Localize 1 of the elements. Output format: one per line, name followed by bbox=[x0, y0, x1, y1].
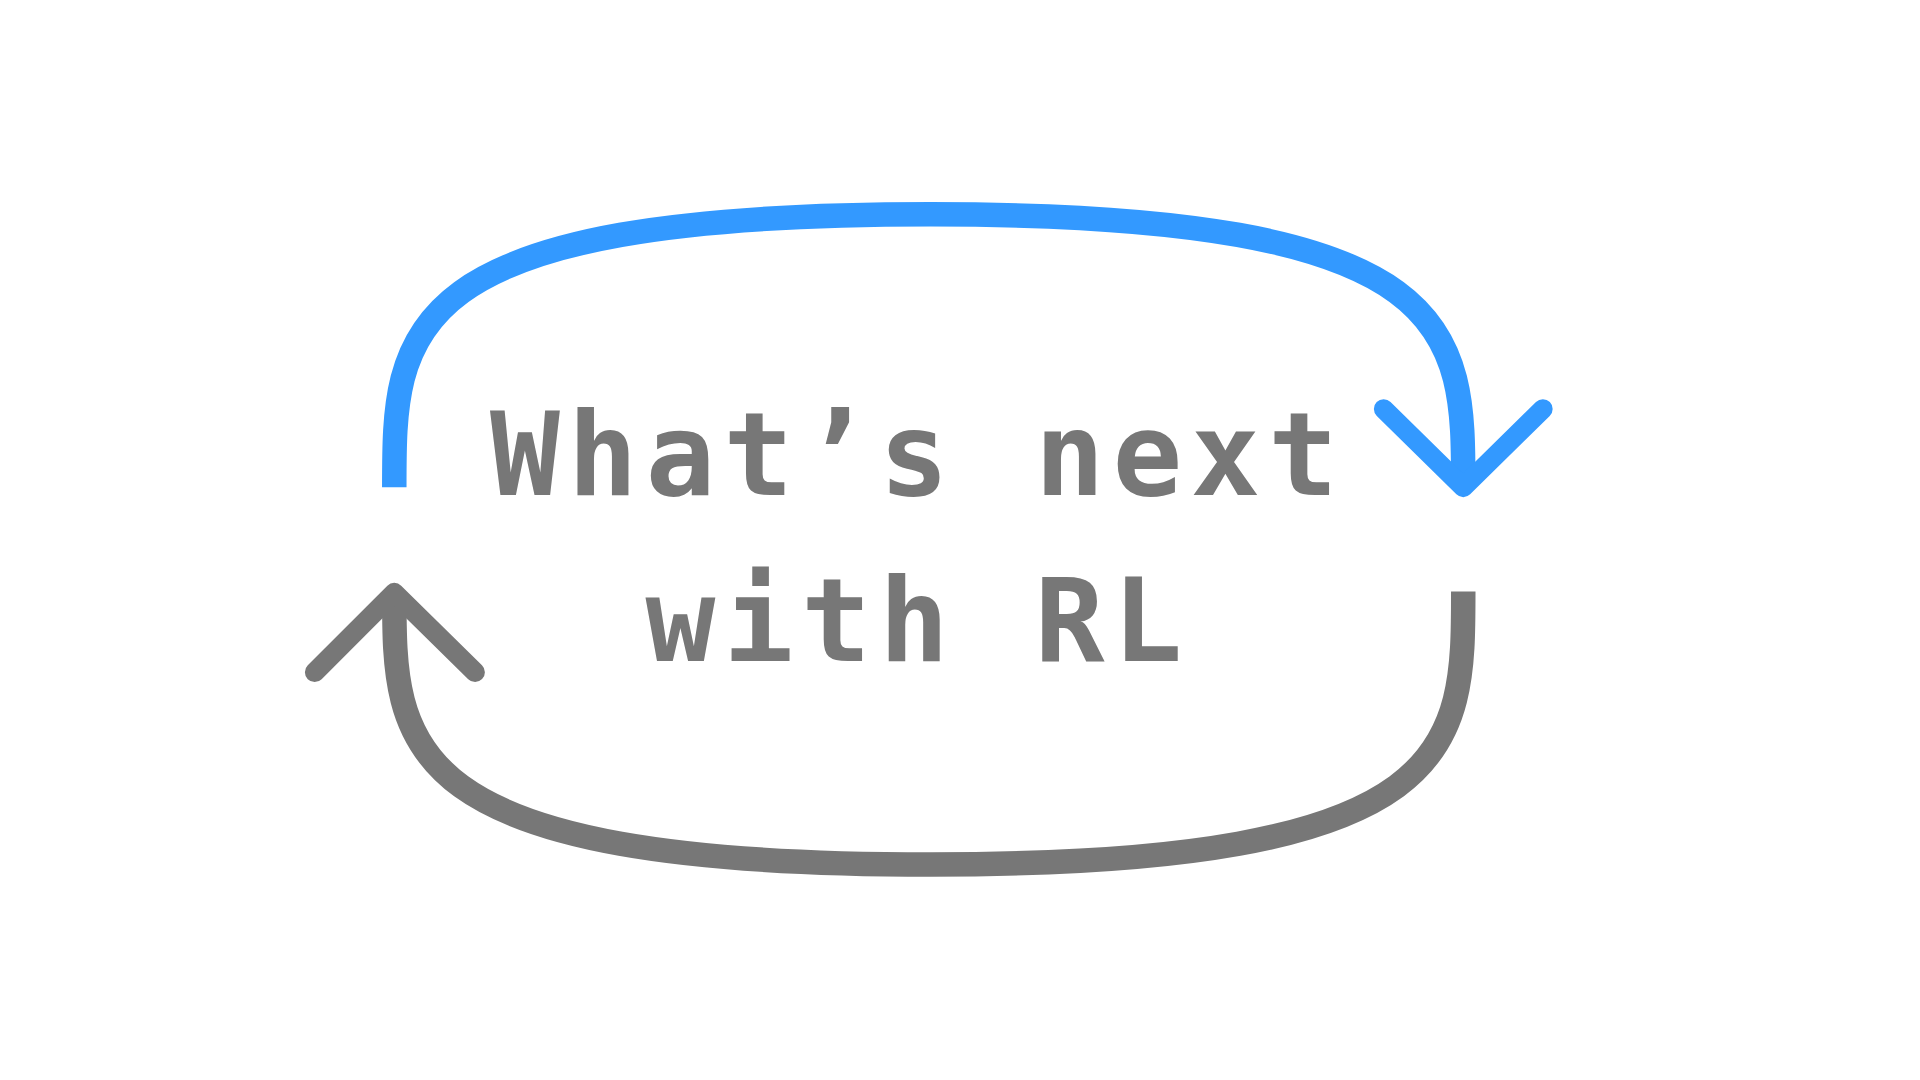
title: What’s next with RL bbox=[488, 386, 1348, 690]
